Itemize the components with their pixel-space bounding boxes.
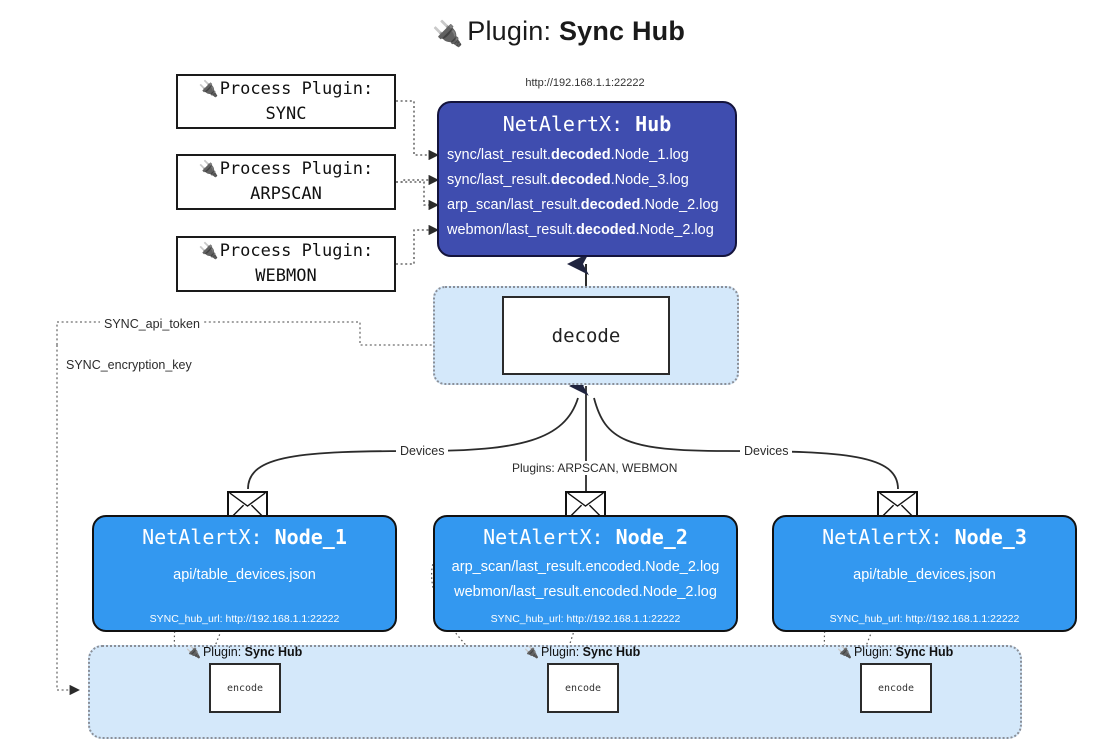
node-line-list: api/table_devices.json <box>774 563 1075 588</box>
hub-row-mid: decoded <box>550 172 611 188</box>
node-name: Node_3 <box>954 525 1027 549</box>
hub-row-post: .Node_2.log <box>640 197 719 213</box>
process-plugin-box-webmon[interactable]: 🔌Process Plugin: WEBMON <box>176 236 396 292</box>
process-plugin-box-arpscan[interactable]: 🔌Process Plugin: ARPSCAN <box>176 154 396 210</box>
edge-label-sync-api-token: SYNC_api_token <box>100 317 204 331</box>
hub-row: sync/last_result.decoded.Node_1.log <box>439 143 735 168</box>
process-plugin-title: 🔌Process Plugin: <box>199 239 373 264</box>
node-line: webmon/last_result.encoded.Node_2.log <box>454 584 717 600</box>
hub-name: Hub <box>635 112 672 136</box>
plug-icon: 🔌 <box>198 243 219 261</box>
process-plugin-box-sync[interactable]: 🔌Process Plugin: SYNC <box>176 74 396 129</box>
hub-row-pre: arp_scan/last_result. <box>447 197 581 213</box>
encoder-label-name: Sync Hub <box>244 645 303 659</box>
encoder-label: 🔌Plugin: Sync Hub <box>186 645 302 659</box>
hub-row-pre: sync/last_result. <box>447 172 551 188</box>
node-prefix: NetAlertX: <box>142 525 263 549</box>
encoder-label: 🔌Plugin: Sync Hub <box>837 645 953 659</box>
process-plugin-title: 🔌Process Plugin: <box>199 157 373 182</box>
hub-row-mid: decoded <box>580 197 641 213</box>
hub-row: webmon/last_result.decoded.Node_2.log <box>439 218 735 243</box>
process-plugin-label: Process Plugin: <box>219 241 374 262</box>
process-plugin-name: SYNC <box>265 103 307 124</box>
node-line: api/table_devices.json <box>853 567 996 583</box>
hub-row-pre: sync/last_result. <box>447 147 551 163</box>
hub-prefix: NetAlertX: <box>502 112 624 136</box>
process-plugin-title: 🔌Process Plugin: <box>199 77 373 102</box>
node-box-node-3[interactable]: NetAlertX: Node_3 api/table_devices.json… <box>772 515 1077 632</box>
encoder-label-lead: Plugin: <box>853 645 893 659</box>
node-line: api/table_devices.json <box>173 567 316 583</box>
encoder-label-name: Sync Hub <box>582 645 641 659</box>
encoder-label-lead: Plugin: <box>540 645 580 659</box>
process-plugin-name: ARPSCAN <box>250 184 322 204</box>
node-name: Node_2 <box>615 525 688 549</box>
node-name: Node_1 <box>274 525 347 549</box>
encode-box[interactable]: encode <box>209 663 281 713</box>
hub-row: arp_scan/last_result.decoded.Node_2.log <box>439 193 735 218</box>
node-header: NetAlertX: Node_2 <box>435 525 736 549</box>
plug-icon: 🔌 <box>198 161 219 179</box>
edge-label-devices-right: Devices <box>740 444 793 458</box>
hub-row-post: .Node_2.log <box>635 222 714 238</box>
process-plugin-label: Process Plugin: <box>219 78 374 99</box>
node-box-node-2[interactable]: NetAlertX: Node_2 arp_scan/last_result.e… <box>433 515 738 632</box>
plug-icon: 🔌 <box>186 645 201 659</box>
hub-row-post: .Node_3.log <box>610 172 689 188</box>
hub-node[interactable]: NetAlertX: Hub sync/last_result.decoded.… <box>437 101 737 257</box>
hub-url-label: http://192.168.1.1:22222 <box>525 77 645 89</box>
hub-row-post: .Node_1.log <box>610 147 689 163</box>
edge-label-sync-encryption-key: SYNC_encryption_key <box>62 358 196 372</box>
edge-label-plugins-center: Plugins: ARPSCAN, WEBMON <box>508 461 682 475</box>
hub-row: sync/last_result.decoded.Node_3.log <box>439 168 735 193</box>
edge-label-devices-left: Devices <box>396 444 449 458</box>
encoder-label: 🔌Plugin: Sync Hub <box>524 645 640 659</box>
node-line-list: arp_scan/last_result.encoded.Node_2.log … <box>435 555 736 605</box>
node-box-node-1[interactable]: NetAlertX: Node_1 api/table_devices.json… <box>92 515 397 632</box>
node-footer: SYNC_hub_url: http://192.168.1.1:22222 <box>149 613 340 625</box>
encoder-label-name: Sync Hub <box>895 645 954 659</box>
decode-box[interactable]: decode <box>502 296 670 375</box>
node-line: arp_scan/last_result.encoded.Node_2.log <box>451 559 720 575</box>
encode-box[interactable]: encode <box>547 663 619 713</box>
plug-icon: 🔌 <box>837 645 852 659</box>
encoder-label-lead: Plugin: <box>202 645 242 659</box>
node-prefix: NetAlertX: <box>483 525 604 549</box>
page-title-name: Sync Hub <box>558 16 686 46</box>
node-header: NetAlertX: Node_3 <box>774 525 1075 549</box>
plug-icon: 🔌 <box>524 645 539 659</box>
page-title-lead: Plugin: <box>467 16 552 46</box>
hub-row-mid: decoded <box>575 222 636 238</box>
node-line-list: api/table_devices.json <box>94 563 395 588</box>
hub-row-list: sync/last_result.decoded.Node_1.log sync… <box>439 143 735 243</box>
hub-row-mid: decoded <box>550 147 611 163</box>
hub-header: NetAlertX: Hub <box>439 112 735 136</box>
node-footer: SYNC_hub_url: http://192.168.1.1:22222 <box>490 613 681 625</box>
page-title: 🔌Plugin: Sync Hub <box>0 16 1117 49</box>
node-prefix: NetAlertX: <box>822 525 943 549</box>
process-plugin-name: WEBMON <box>255 266 317 286</box>
encode-box[interactable]: encode <box>860 663 932 713</box>
plug-icon: 🔌 <box>198 80 219 98</box>
process-plugin-label: Process Plugin: <box>219 159 374 180</box>
hub-row-pre: webmon/last_result. <box>447 222 576 238</box>
plug-icon: 🔌 <box>431 20 464 48</box>
node-header: NetAlertX: Node_1 <box>94 525 395 549</box>
node-footer: SYNC_hub_url: http://192.168.1.1:22222 <box>829 613 1020 625</box>
